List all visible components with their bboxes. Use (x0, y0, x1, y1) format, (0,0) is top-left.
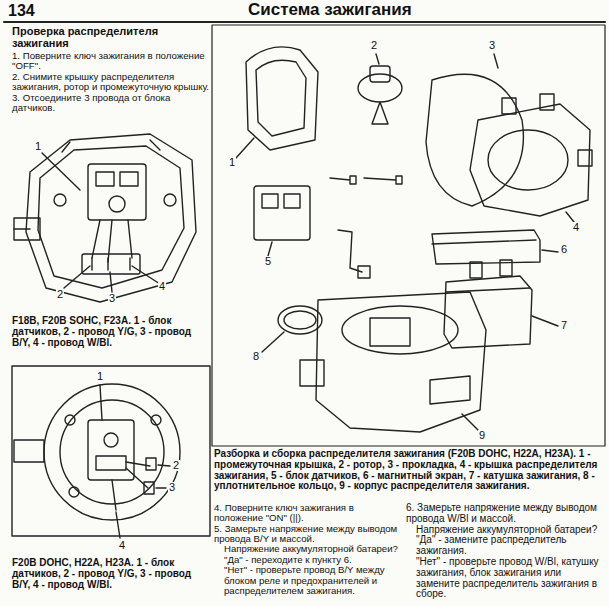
step-text: 6. Замерьте напряжение между выводом про… (406, 503, 604, 525)
callout-number: 2 (370, 40, 378, 51)
distributor-sohc (14, 134, 196, 302)
answer-text: "Нет" - проверьте провод B/Y между блоко… (214, 565, 400, 596)
distributor-exploded (236, 47, 592, 432)
step-text: 3. Отсоедините 3 провода от блока датчик… (12, 93, 210, 114)
section-heading: Проверка распределителя зажигания (12, 26, 210, 50)
callout-number: 4 (572, 222, 580, 233)
text-column: 6. Замерьте напряжение между выводом про… (406, 503, 604, 600)
text-column: Разборка и сборка распределителя зажиган… (214, 449, 604, 492)
callout-number: 3 (108, 293, 116, 304)
callout-number: 3 (488, 40, 496, 51)
text-column: F18B, F20B SOHC, F23A. 1 - блок датчиков… (12, 316, 210, 348)
page-title: Система зажигания (248, 1, 412, 20)
callout-number: 6 (560, 244, 568, 255)
callout-number: 2 (172, 460, 180, 471)
page-number: 134 (8, 2, 35, 20)
callout-number: 4 (118, 540, 126, 551)
figure-caption: Разборка и сборка распределителя зажиган… (214, 449, 604, 492)
callout-number: 2 (56, 289, 64, 300)
step-text: 5. Замерьте напряжение между выводом про… (214, 524, 400, 545)
question-text: Напряжение аккумуляторной батареи? (214, 544, 400, 554)
callout-number: 7 (560, 320, 568, 331)
callout-number: 1 (228, 157, 236, 168)
figure-caption: F20B DOHC, H22A, H23A. 1 - блок датчиков… (12, 558, 210, 590)
figure-caption: F18B, F20B SOHC, F23A. 1 - блок датчиков… (12, 316, 210, 348)
answer-text: "Нет" - проверьте провод W/Bl, катушку з… (406, 557, 604, 600)
callout-number: 3 (168, 482, 176, 493)
distributor-dohc (12, 366, 210, 538)
step-text: 4. Поверните ключ зажигания в положение … (214, 503, 400, 524)
callout-number: 1 (34, 141, 42, 152)
callout-number: 8 (252, 351, 260, 362)
step-text: 2. Снимите крышку распределителя зажиган… (12, 72, 210, 93)
step-text: 1. Поверните ключ зажигания в положение … (12, 51, 210, 72)
answer-text: "Да" - замените распределитель зажигания… (406, 535, 604, 557)
callout-number: 1 (96, 371, 104, 382)
question-text: Напряжение аккумуляторной батареи? (406, 525, 604, 536)
callout-number: 9 (478, 430, 486, 441)
text-column: 4. Поверните ключ зажигания в положение … (214, 503, 400, 596)
answer-text: "Да" - переходите к пункту 6. (214, 555, 400, 565)
callout-number: 5 (264, 256, 272, 267)
text-column: Проверка распределителя зажигания1. Пове… (12, 26, 210, 113)
text-column: F20B DOHC, H22A, H23A. 1 - блок датчиков… (12, 558, 210, 590)
callout-number: 4 (158, 281, 166, 292)
